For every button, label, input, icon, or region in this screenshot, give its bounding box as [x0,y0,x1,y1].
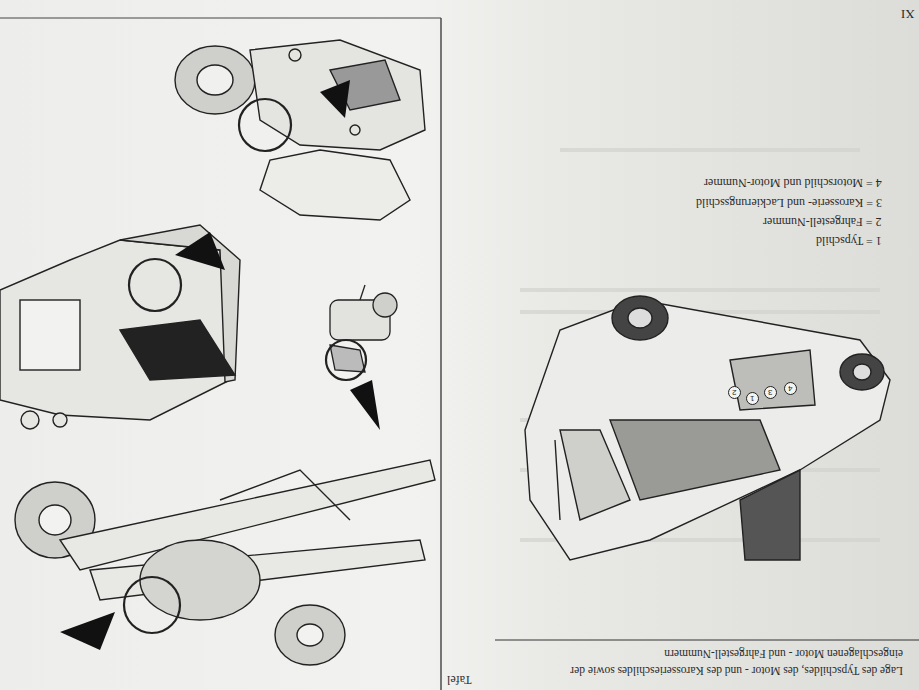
legend-line: 3 = Karosserie- und Lackierungsschild [696,196,882,210]
page-number: XI [901,6,915,22]
legend-line: 1 = Typschild [816,234,882,248]
callout-circle: 4 [784,382,797,395]
callout-number: 3 [768,388,772,396]
callout-number: 4 [788,384,792,392]
callout-number: 1 [750,394,754,402]
callout-circle: 1 [746,392,759,405]
plate-heading: Lage des Typschildes, des Motor - und de… [503,645,903,679]
callout-circle: 2 [728,386,741,399]
legend-line: 2 = Fahrgestell-Nummer [763,215,882,229]
legend-line: 4 = Motorschild und Motor-Nummer [704,176,882,190]
callout-number: 2 [732,388,736,396]
callout-circle: 3 [764,386,777,399]
plate-label: Tafel [447,673,471,687]
